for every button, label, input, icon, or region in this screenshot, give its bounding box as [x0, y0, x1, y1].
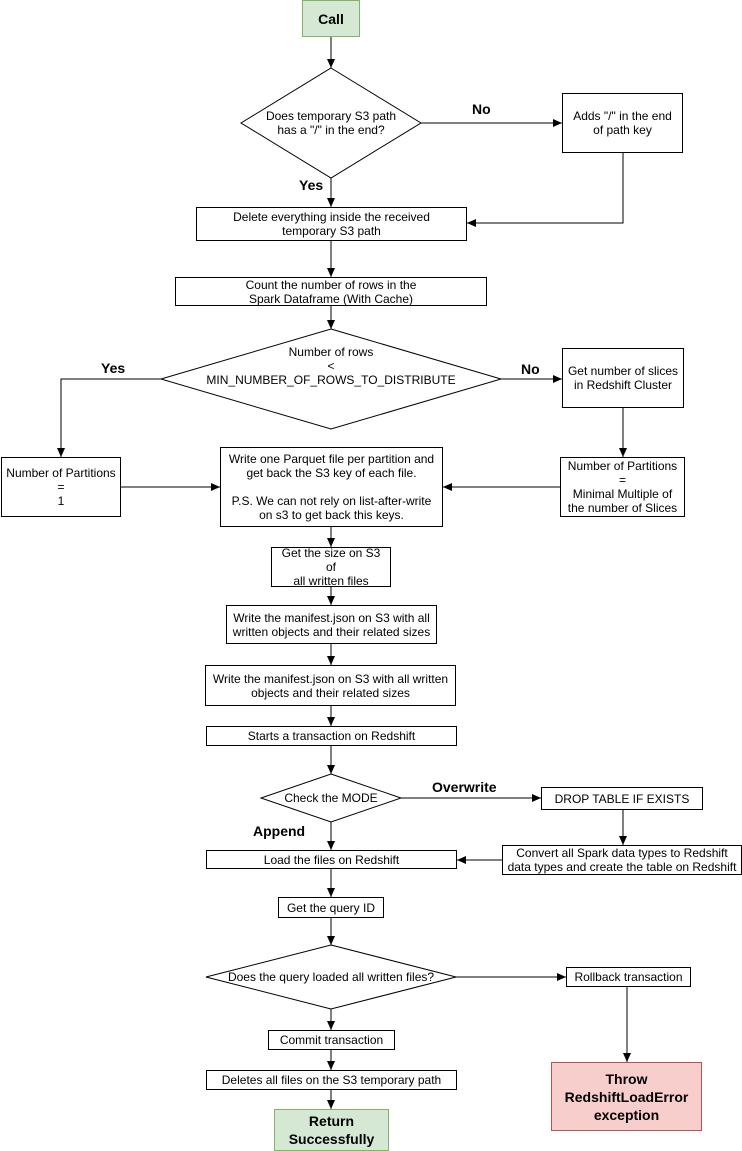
decision-rows-shape — [159, 328, 503, 430]
decision-slash-label: Does temporary S3 path has a "/" in the … — [265, 109, 397, 137]
get-slices-node: Get number of slices in Redshift Cluster — [562, 348, 684, 408]
decision-loaded-label: Does the query loaded all written files? — [227, 970, 435, 984]
write-manifest-node-2: Write the manifest.json on S3 with all w… — [205, 665, 456, 706]
rollback-node: Rollback transaction — [566, 967, 691, 987]
partitions-one-node: Number of Partitions = 1 — [1, 457, 121, 517]
load-files-node: Load the files on Redshift — [206, 850, 457, 869]
edge-add-delete — [467, 153, 624, 227]
throw-error-node: Throw RedshiftLoadError exception — [551, 1062, 702, 1131]
get-query-id-node: Get the query ID — [278, 897, 384, 918]
edge-label-slash-no: No — [472, 101, 491, 117]
edge-label-rows-no: No — [521, 361, 540, 377]
delete-path-node: Delete everything inside the received te… — [196, 207, 467, 241]
write-manifest-node-1: Write the manifest.json on S3 with all w… — [226, 605, 437, 644]
convert-types-node: Convert all Spark data types to Redshift… — [502, 845, 742, 875]
start-transaction-node: Starts a transaction on Redshift — [206, 726, 457, 746]
edge-rows-yes — [57, 378, 161, 457]
delete-files-node: Deletes all files on the S3 temporary pa… — [206, 1070, 457, 1090]
return-node: Return Successfully — [274, 1109, 389, 1151]
decision-mode-label: Check the MODE — [284, 791, 378, 805]
partitions-multiple-node: Number of Partitions = Minimal Multiple … — [560, 457, 685, 517]
get-size-node: Get the size on S3 of all written files — [271, 546, 391, 588]
edge-label-mode-append: Append — [253, 823, 306, 839]
decision-rows-label: Number of rows < MIN_NUMBER_OF_ROWS_TO_D… — [206, 345, 456, 387]
edge-label-slash-yes: Yes — [299, 177, 324, 193]
edge-label-mode-overwrite: Overwrite — [432, 779, 497, 795]
count-rows-node: Count the number of rows in the Spark Da… — [175, 277, 487, 306]
edge-label-rows-yes: Yes — [101, 360, 126, 376]
commit-node: Commit transaction — [268, 1030, 395, 1050]
add-slash-node: Adds "/" in the end of path key — [562, 93, 683, 153]
drop-table-node: DROP TABLE IF EXISTS — [541, 787, 703, 810]
start-node: Call — [302, 0, 360, 37]
write-parquet-node: Write one Parquet file per partition and… — [220, 447, 443, 527]
